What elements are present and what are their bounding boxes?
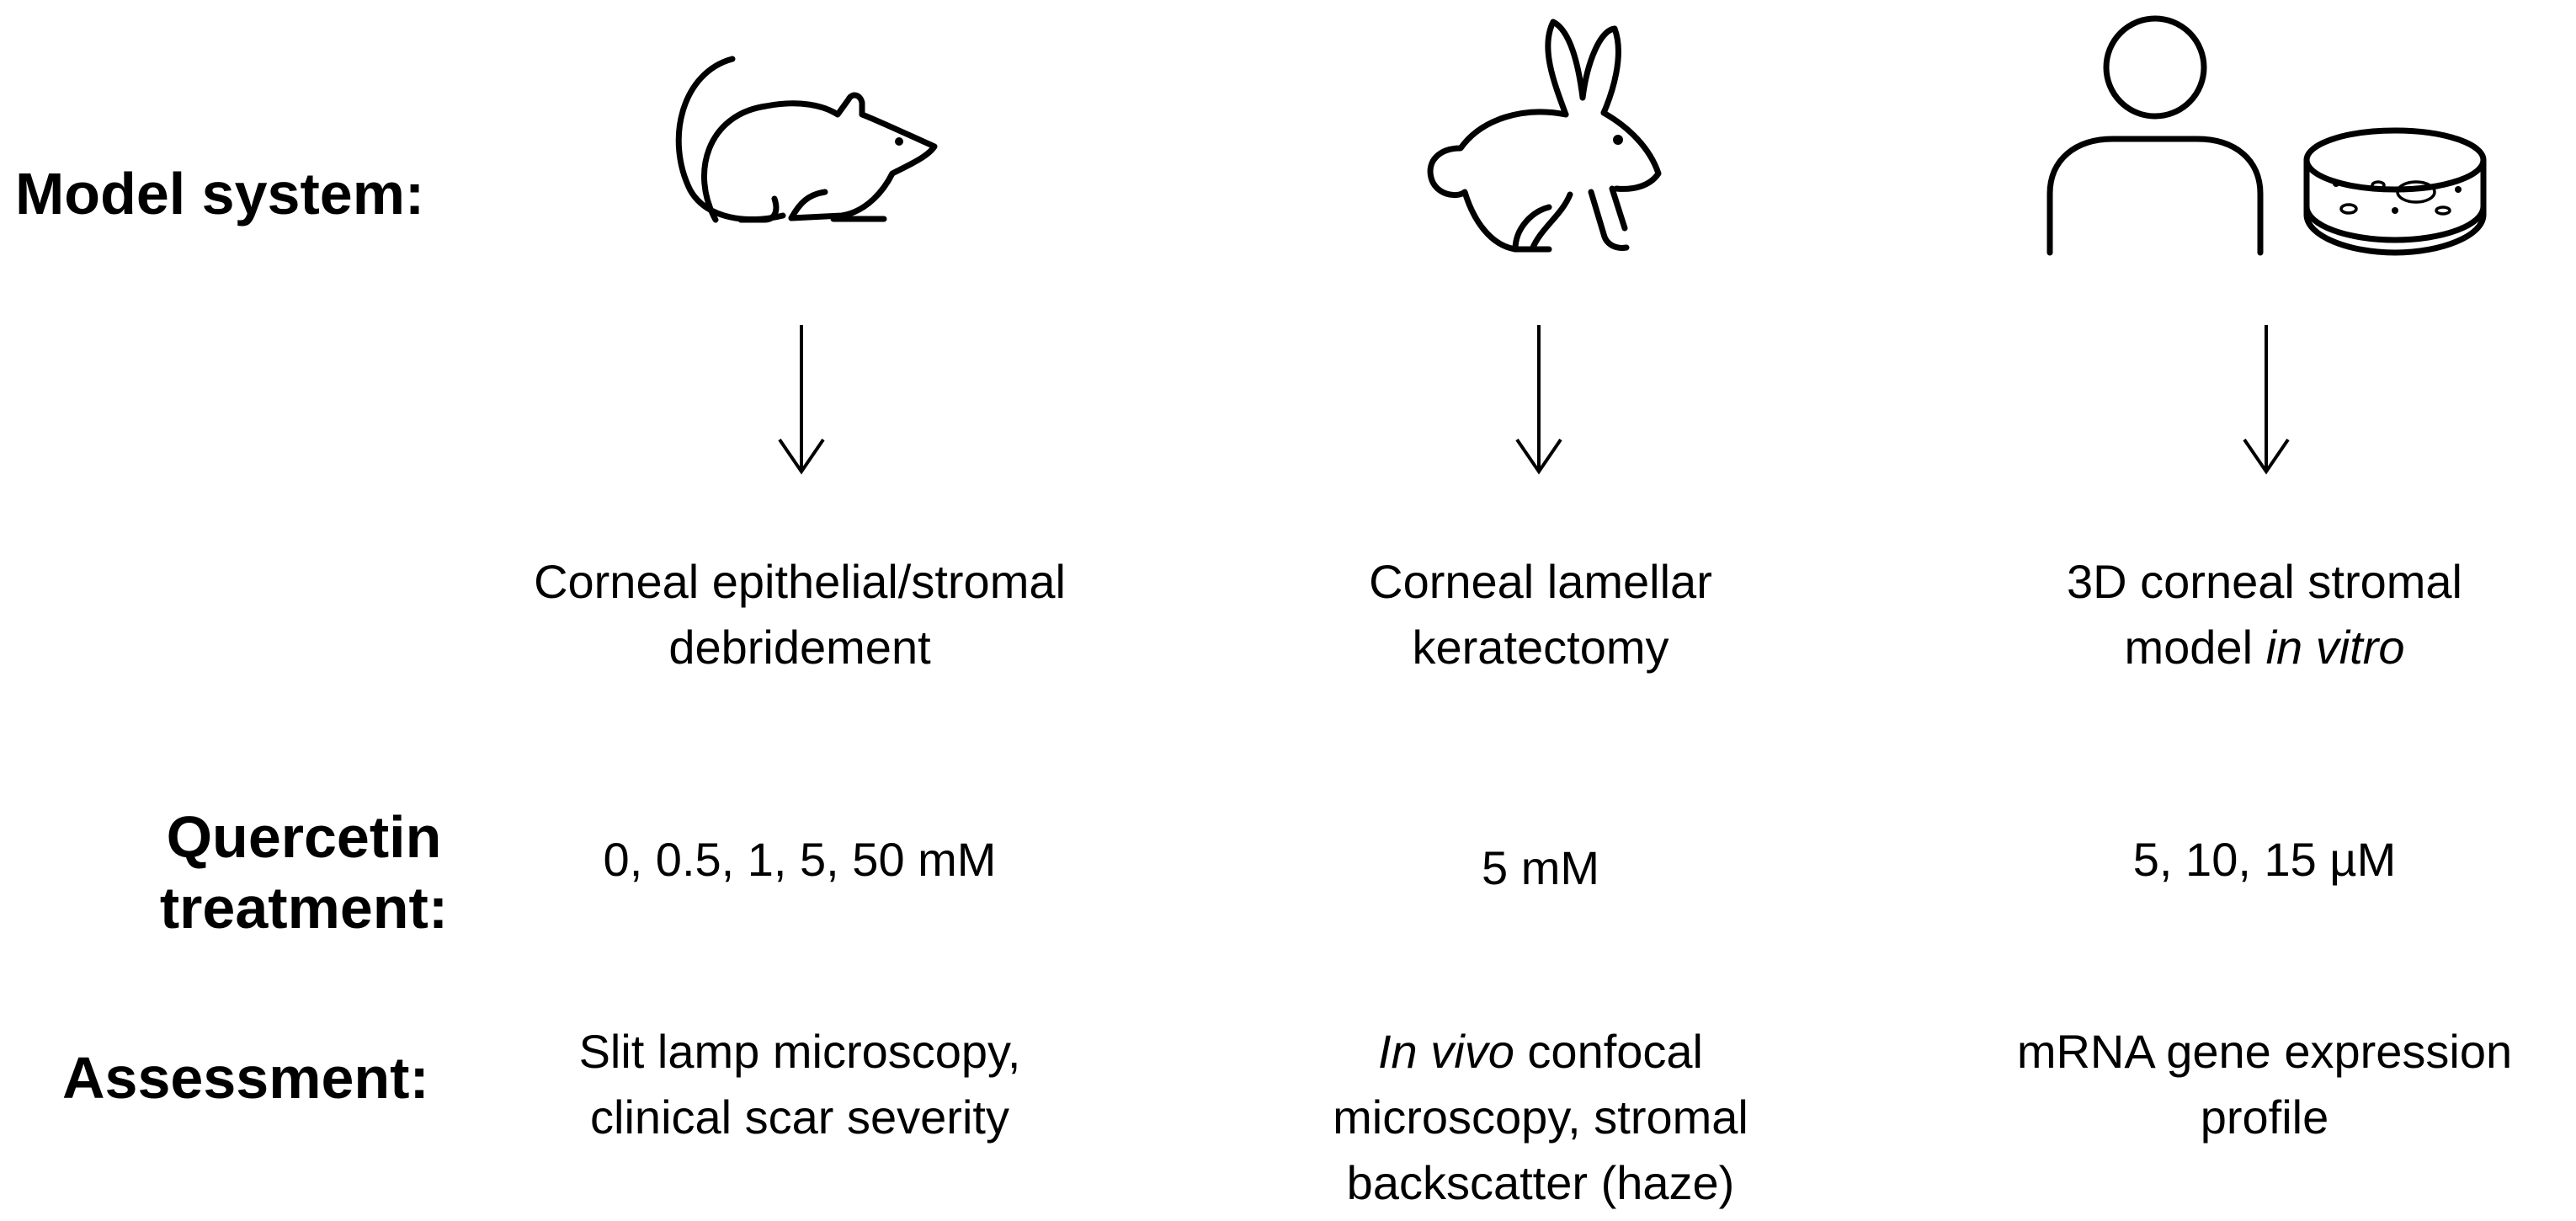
quercetin-treatment-label-line1: Quercetin bbox=[166, 804, 442, 870]
arrow-down-3 bbox=[2243, 325, 2290, 475]
model-description-3-italic: in vitro bbox=[2265, 621, 2405, 674]
model-description-2-line2: keratectomy bbox=[1412, 621, 1669, 674]
assessment-3-line1: mRNA gene expression bbox=[2016, 1025, 2513, 1078]
model-description-3-line2-plain: model bbox=[2124, 621, 2266, 674]
treatment-dose-3: 5, 10, 15 µM bbox=[2132, 833, 2397, 886]
assessment-1: Slit lamp microscopy, clinical scar seve… bbox=[480, 1019, 1120, 1150]
quercetin-treatment-label: Quercetin treatment: bbox=[148, 802, 460, 943]
mouse-icon bbox=[675, 56, 938, 223]
model-description-1-line2: debridement bbox=[668, 621, 931, 674]
treatment-dose-1: 0, 0.5, 1, 5, 50 mM bbox=[603, 833, 997, 886]
petri-dish-icon bbox=[2303, 127, 2487, 256]
assessment-label: Assessment: bbox=[62, 1045, 429, 1111]
arrow-down-1 bbox=[778, 325, 825, 475]
model-description-3-line1: 3D corneal stromal bbox=[2067, 555, 2462, 608]
assessment-2: In vivo confocal microscopy, stromal bac… bbox=[1221, 1019, 1860, 1216]
model-description-2: Corneal lamellar keratectomy bbox=[1221, 549, 1860, 680]
assessment-3: mRNA gene expression profile bbox=[1945, 1019, 2576, 1150]
assessment-2-line1: In vivo confocal bbox=[1221, 1019, 1860, 1085]
assessment-2-line3: backscatter (haze) bbox=[1346, 1156, 1735, 1209]
person-icon bbox=[2046, 15, 2264, 256]
model-description-1: Corneal epithelial/stromal debridement bbox=[480, 549, 1120, 680]
treatment-dose-2: 5 mM bbox=[1482, 841, 1599, 894]
assessment-2-line1-rest: confocal bbox=[1514, 1025, 1703, 1078]
rabbit-icon bbox=[1427, 19, 1662, 253]
model-description-1-line1: Corneal epithelial/stromal bbox=[534, 555, 1066, 608]
arrow-down-2 bbox=[1515, 325, 1562, 475]
model-description-3: 3D corneal stromal model in vitro bbox=[1945, 549, 2576, 680]
model-system-label: Model system: bbox=[15, 161, 425, 227]
assessment-1-line1: Slit lamp microscopy, bbox=[578, 1025, 1021, 1078]
model-description-2-line1: Corneal lamellar bbox=[1369, 555, 1712, 608]
assessment-2-line2: microscopy, stromal bbox=[1333, 1090, 1748, 1144]
quercetin-treatment-label-line2: treatment: bbox=[159, 875, 449, 941]
assessment-1-line2: clinical scar severity bbox=[590, 1090, 1009, 1144]
assessment-3-line2: profile bbox=[2200, 1090, 2329, 1144]
assessment-2-italic: In vivo bbox=[1378, 1025, 1514, 1078]
model-description-3-line2: model in vitro bbox=[1945, 615, 2576, 680]
